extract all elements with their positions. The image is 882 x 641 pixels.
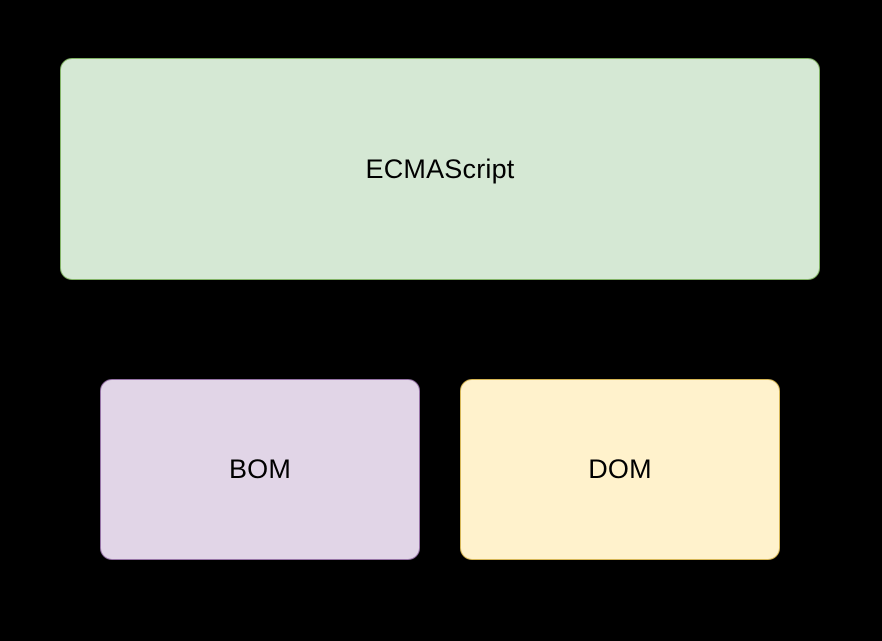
diagram-node-bom[interactable]: BOM (100, 379, 420, 560)
diagram-node-ecmascript[interactable]: ECMAScript (60, 58, 820, 280)
diagram-node-bom-label: BOM (228, 454, 292, 484)
diagram-node-dom[interactable]: DOM (460, 379, 780, 560)
diagram-node-ecmascript-label: ECMAScript (365, 153, 515, 184)
diagram-node-dom-label: DOM (588, 454, 652, 484)
